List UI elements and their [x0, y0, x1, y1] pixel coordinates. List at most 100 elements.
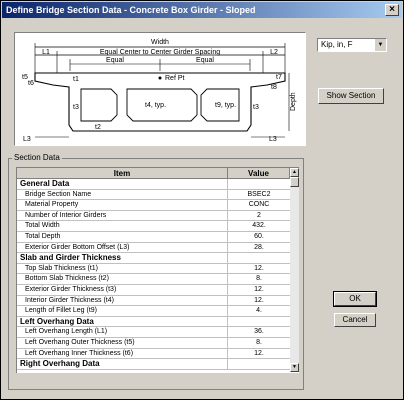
equal-left-label: Equal [106, 57, 124, 64]
value-cell[interactable]: 8. [256, 338, 262, 346]
value-cell[interactable]: 8. [256, 275, 262, 283]
item-cell: Right Overhang Data [17, 359, 228, 369]
table-row[interactable]: Exterior Girder Bottom Offset (L3) 28. [17, 242, 290, 254]
void-3 [200, 88, 240, 122]
table-row[interactable]: Left Overhang Length (L1) 36. [17, 327, 290, 338]
girder-outline [34, 72, 286, 132]
section-data-group [8, 158, 304, 390]
box-girder-diagram: Width L1 L2 Equal Center to Center Girde… [22, 39, 297, 143]
table-row[interactable]: Material Property CONC [17, 200, 290, 211]
t5-label: t5 [22, 74, 28, 81]
table-row[interactable]: Bridge Section Name BSEC2 [17, 189, 290, 201]
table-row[interactable]: Left Overhang Outer Thickness (t5) 8. [17, 337, 290, 349]
section-diagram: Width L1 L2 Equal Center to Center Girde… [14, 32, 306, 146]
value-cell[interactable]: BSEC2 [247, 190, 271, 198]
section-header-row: Left Overhang Data [17, 316, 290, 328]
value-cell[interactable]: CONC [248, 201, 270, 209]
void-2 [126, 88, 198, 122]
scroll-thumb[interactable] [290, 177, 299, 187]
t7-label: t7 [276, 74, 282, 81]
item-cell: Interior Girder Thickness (t4) [17, 295, 228, 306]
value-column-header[interactable]: Value [228, 168, 290, 179]
value-cell[interactable]: 36. [254, 328, 264, 336]
item-cell: Top Slab Thickness (t1) [17, 263, 228, 274]
title-bar[interactable]: Define Bridge Section Data - Concrete Bo… [2, 2, 402, 18]
section-header-row: General Data [17, 179, 290, 190]
t9-label: t9, typ. [215, 102, 236, 109]
value-cell[interactable]: 60. [254, 232, 264, 240]
value-cell[interactable]: 4. [256, 307, 262, 315]
section-data-label: Section Data [12, 153, 62, 162]
t6-label: t6 [28, 80, 34, 87]
item-cell: Number of Interior Girders [17, 210, 228, 221]
item-cell: Slab and Girder Thickness [17, 253, 228, 263]
item-cell: Exterior Girder Bottom Offset (L3) [17, 242, 228, 253]
l1-label: L1 [42, 49, 50, 56]
void-1 [80, 88, 118, 122]
l3-right-label: L3 [269, 136, 277, 143]
t2-label: t2 [95, 124, 101, 131]
t1-label: t1 [73, 76, 79, 83]
t4-label: t4, typ. [145, 102, 166, 109]
section-header-row: Slab and Girder Thickness [17, 253, 290, 264]
item-cell: Total Depth [17, 231, 228, 242]
item-cell: Material Property [17, 200, 228, 210]
value-cell[interactable]: 28. [254, 243, 264, 251]
item-cell: Length of Fillet Leg (t9) [17, 306, 228, 316]
ref-point-marker [158, 76, 162, 80]
item-column-header[interactable]: Item [17, 168, 228, 179]
table-row[interactable]: Top Slab Thickness (t1) 12. [17, 263, 290, 275]
value-cell[interactable]: 12. [254, 349, 264, 357]
value-cell [228, 359, 290, 369]
table-row[interactable]: Total Depth 60. [17, 231, 290, 243]
grid-header: Item Value [17, 168, 290, 179]
ok-button[interactable]: OK [333, 291, 377, 307]
item-cell: Left Overhang Length (L1) [17, 327, 228, 337]
value-cell[interactable]: 12. [254, 285, 264, 293]
table-row[interactable]: Left Overhang Inner Thickness (t6) 12. [17, 348, 290, 360]
table-row[interactable]: Number of Interior Girders 2 [17, 210, 290, 222]
scroll-down-icon[interactable]: ▼ [290, 363, 299, 372]
cancel-button[interactable]: Cancel [334, 313, 376, 327]
value-cell[interactable]: 12. [254, 264, 264, 272]
item-cell: Total Width [17, 221, 228, 231]
units-dropdown[interactable]: Kip, in, F ▼ [317, 38, 387, 52]
section-header-row: Right Overhang Data [17, 359, 290, 370]
item-cell: Bridge Section Name [17, 189, 228, 200]
chevron-down-icon[interactable]: ▼ [374, 39, 386, 51]
ref-point-label: Ref Pt [165, 75, 185, 82]
t3-right-label: t3 [253, 104, 259, 111]
item-cell: Left Overhang Outer Thickness (t5) [17, 337, 228, 348]
equal-right-label: Equal [196, 57, 214, 64]
item-cell: Exterior Girder Thickness (t3) [17, 284, 228, 295]
item-cell: Left Overhang Data [17, 316, 228, 327]
value-cell [228, 317, 290, 327]
width-label: Width [151, 39, 169, 46]
value-cell[interactable]: 2 [257, 211, 261, 219]
depth-label: Depth [290, 92, 297, 111]
l3-left-label: L3 [23, 136, 31, 143]
table-row[interactable]: Length of Fillet Leg (t9) 4. [17, 306, 290, 317]
scroll-up-icon[interactable]: ▲ [290, 168, 299, 177]
vertical-scrollbar[interactable]: ▲ ▼ [290, 168, 299, 372]
table-row[interactable]: Exterior Girder Thickness (t3) 12. [17, 284, 290, 296]
table-row[interactable]: Total Width 432. [17, 221, 290, 232]
item-cell: Bottom Slab Thickness (t2) [17, 274, 228, 284]
units-value: Kip, in, F [321, 40, 353, 49]
value-cell[interactable]: 12. [254, 296, 264, 304]
t3-left-label: t3 [73, 104, 79, 111]
table-row[interactable]: Bottom Slab Thickness (t2) 8. [17, 274, 290, 285]
l2-label: L2 [270, 49, 278, 56]
window-title: Define Bridge Section Data - Concrete Bo… [6, 5, 256, 15]
value-cell [228, 253, 290, 263]
table-row[interactable]: Interior Girder Thickness (t4) 12. [17, 295, 290, 307]
value-cell [228, 179, 290, 189]
spacing-label: Equal Center to Center Girder Spacing [100, 49, 220, 56]
item-cell: Left Overhang Inner Thickness (t6) [17, 348, 228, 359]
item-cell: General Data [17, 179, 228, 189]
show-section-button[interactable]: Show Section [318, 88, 384, 104]
close-button[interactable]: × [385, 4, 399, 16]
value-cell[interactable]: 432. [252, 222, 266, 230]
